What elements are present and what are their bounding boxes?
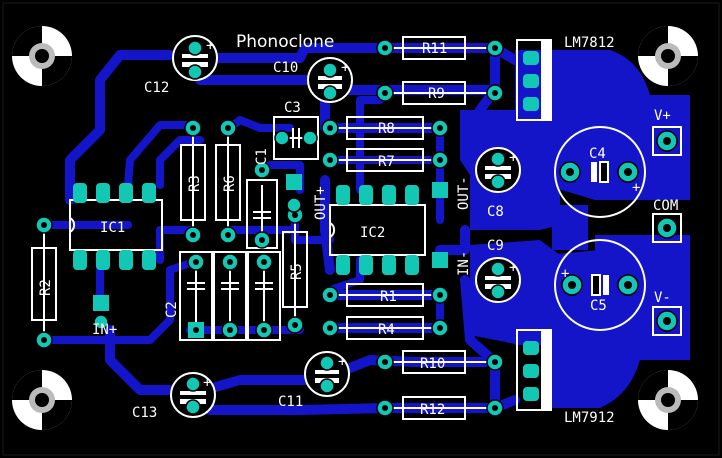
terminal-vplus[interactable]: V+: [652, 108, 682, 156]
r7-label: R7: [378, 154, 395, 170]
capacitor-c2-bank: C2: [164, 251, 281, 341]
c12-label: C12: [144, 80, 169, 96]
mounting-hole-top-right: [638, 26, 698, 86]
c8-plus: +: [509, 150, 517, 166]
r9-label: R9: [428, 86, 445, 102]
vminus-label: V-: [654, 290, 671, 306]
r8-label: R8: [378, 121, 395, 137]
in-minus-label: IN-: [456, 251, 472, 276]
capacitor-c1: C1: [246, 148, 278, 249]
mounting-hole-bottom-right: [638, 370, 698, 430]
regulator-lm7812: LM7812: [516, 35, 615, 121]
ic2-label: IC2: [360, 225, 385, 241]
capacitor-c8: + C8: [475, 147, 521, 220]
connector-out-minus[interactable]: OUT-: [432, 176, 472, 210]
vplus-label: V+: [654, 108, 671, 124]
regulator-lm7912: LM7912: [516, 329, 615, 426]
ic-ic2: IC2: [329, 185, 426, 275]
c9-label: C9: [487, 238, 504, 254]
lm7812-label: LM7812: [564, 35, 615, 51]
resistor-r3: R3: [180, 119, 206, 244]
mounting-hole-bottom-left: [12, 370, 72, 430]
c10-plus: +: [341, 60, 349, 76]
capacitor-c12: + C12: [144, 35, 218, 96]
r4-label: R4: [378, 322, 395, 338]
connector-in-plus[interactable]: IN+: [92, 295, 117, 338]
connector-in-minus[interactable]: IN-: [432, 251, 472, 276]
c13-label: C13: [132, 405, 157, 421]
resistor-r10: R10: [376, 350, 504, 374]
terminal-com[interactable]: COM: [652, 198, 682, 243]
r6-label: R6: [222, 175, 238, 192]
out-plus-label: OUT+: [313, 186, 329, 220]
r2-label: R2: [38, 279, 54, 296]
terminal-vminus[interactable]: V-: [652, 290, 682, 336]
capacitor-c9: + C9: [475, 238, 521, 303]
c8-label: C8: [487, 204, 504, 220]
r11-label: R11: [422, 41, 447, 57]
resistor-r11: R11: [376, 36, 504, 60]
resistor-r9: R9: [376, 81, 504, 105]
capacitor-c13: + C13: [132, 372, 216, 421]
resistor-r1: R1: [321, 283, 449, 307]
c2-label: C2: [164, 301, 180, 318]
resistor-r2: R2: [31, 216, 57, 349]
c11-label: C11: [278, 394, 303, 410]
r5-label: R5: [289, 263, 305, 280]
resistor-r12: R12: [376, 396, 504, 420]
r3-label: R3: [187, 175, 203, 192]
capacitor-c10: + C10: [273, 57, 353, 103]
c13-plus: +: [203, 375, 211, 391]
c3-label: C3: [284, 100, 301, 116]
capacitor-c5: C5 +: [554, 239, 646, 331]
r12-label: R12: [420, 402, 445, 418]
in-plus-label: IN+: [92, 322, 117, 338]
c4-plus: +: [632, 180, 640, 196]
c1-label: C1: [254, 148, 270, 165]
ic1-label: IC1: [100, 220, 125, 236]
c11-plus: +: [338, 354, 346, 370]
resistor-r6: R6: [215, 119, 241, 244]
mounting-hole-top-left: [12, 26, 72, 86]
c10-label: C10: [273, 60, 298, 76]
resistor-r4: R4: [321, 316, 449, 340]
ic-ic1: IC1: [69, 183, 163, 270]
com-label: COM: [653, 198, 678, 214]
c9-plus: +: [509, 260, 517, 276]
r10-label: R10: [420, 356, 445, 372]
capacitor-c11: + C11: [278, 351, 350, 410]
resistor-r8: R8: [321, 116, 449, 140]
c4-label: C4: [589, 146, 606, 162]
capacitor-c4: C4 +: [554, 126, 646, 218]
lm7912-label: LM7912: [564, 410, 615, 426]
capacitor-c3: C3: [273, 100, 319, 160]
resistor-r7: R7: [321, 148, 449, 172]
c5-plus: +: [561, 266, 569, 282]
out-minus-label: OUT-: [456, 176, 472, 210]
r1-label: R1: [380, 289, 397, 305]
connector-out-plus[interactable]: OUT+: [286, 174, 329, 220]
board-title: Phonoclone: [236, 32, 334, 52]
c5-label: C5: [590, 298, 607, 314]
c12-plus: +: [206, 38, 214, 54]
